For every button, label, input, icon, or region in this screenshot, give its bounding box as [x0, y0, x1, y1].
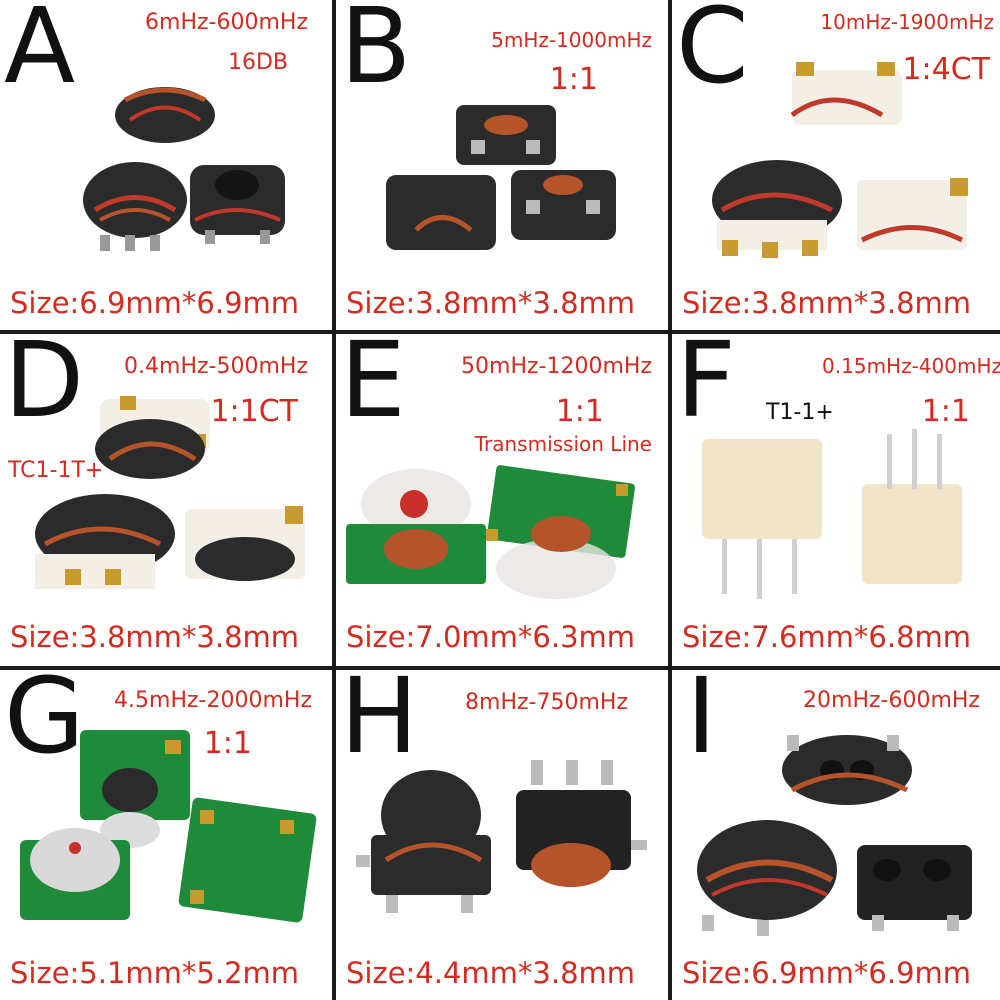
frequency-range: 6mHz-600mHz: [145, 10, 308, 35]
size-label: Size:3.8mm*3.8mm: [10, 620, 300, 654]
product-letter: I: [686, 670, 717, 777]
transformer-photo: [346, 465, 635, 599]
transmission-line-note: Transmission Line: [474, 432, 652, 456]
spec-ratio: 1:1CT: [210, 394, 298, 429]
product-cell-b: B 5mHz-1000mHz 1:1 Size:3.8mm*3.8mm: [336, 0, 668, 330]
product-cell-h: H 8mHz-750mHz Size:4.4mm*3.8mm: [336, 670, 668, 1000]
product-letter: F: [676, 334, 736, 441]
frequency-range: 0.15mHz-400mHz: [822, 354, 1000, 378]
size-label: Size:3.8mm*3.8mm: [346, 286, 636, 320]
product-cell-c: C 10mHz-1900mHz 1:4CT Size:3.8mm*3.8mm: [672, 0, 1000, 330]
spec-ratio: 1:1: [921, 394, 970, 429]
product-letter: B: [340, 0, 412, 107]
transformer-photo: [83, 87, 285, 251]
product-cell-f: F 0.15mHz-400mHz 1:1 T1-1+ Size:7.6mm*6.…: [672, 334, 1000, 664]
spec-ratio: 1:4CT: [902, 52, 990, 87]
size-label: Size:6.9mm*6.9mm: [682, 956, 972, 990]
transformer-photo: [697, 735, 972, 936]
size-label: Size:7.6mm*6.8mm: [682, 620, 972, 654]
product-letter: A: [4, 0, 76, 107]
size-label: Size:5.1mm*5.2mm: [10, 956, 300, 990]
frequency-range: 0.4mHz-500mHz: [124, 354, 308, 379]
product-letter: E: [340, 334, 406, 441]
product-cell-d: D 0.4mHz-500mHz 1:1CT TC1-1T+ Size:3.8mm…: [0, 334, 332, 664]
frequency-range: 8mHz-750mHz: [465, 690, 628, 715]
product-cell-a: A 6mHz-600mHz 16DB Size:6.9mm*6.9mm: [0, 0, 332, 330]
grid-divider: [332, 0, 336, 1000]
size-label: Size:4.4mm*3.8mm: [346, 956, 636, 990]
spec-ratio: 1:1: [555, 394, 604, 429]
product-cell-i: I 20mHz-600mHz Size:6.9mm*6.9mm: [672, 670, 1000, 1000]
frequency-range: 5mHz-1000mHz: [491, 28, 652, 52]
transformer-photo: [702, 429, 962, 599]
size-label: Size:6.9mm*6.9mm: [10, 286, 300, 320]
part-number: T1-1+: [766, 400, 834, 425]
grid-divider: [0, 666, 1000, 670]
product-letter: H: [340, 670, 419, 777]
transformer-photo: [356, 760, 647, 913]
spec-ratio: 16DB: [227, 50, 288, 75]
grid-divider: [0, 330, 1000, 334]
grid-divider: [668, 0, 672, 1000]
product-letter: D: [4, 334, 85, 441]
product-letter: C: [676, 0, 749, 107]
frequency-range: 50mHz-1200mHz: [461, 354, 652, 379]
transformer-photo: [35, 396, 305, 589]
size-label: Size:3.8mm*3.8mm: [682, 286, 972, 320]
frequency-range: 20mHz-600mHz: [803, 688, 980, 713]
product-cell-g: G 4.5mHz-2000mHz 1:1 Size:5.1mm*5.2mm: [0, 670, 332, 1000]
product-letter: G: [4, 670, 85, 777]
transformer-photo: [712, 62, 968, 258]
frequency-range: 10mHz-1900mHz: [820, 10, 994, 34]
product-cell-e: E 50mHz-1200mHz 1:1 Transmission Line Si…: [336, 334, 668, 664]
transformer-photo: [386, 105, 616, 250]
spec-ratio: 1:1: [203, 726, 252, 761]
frequency-range: 4.5mHz-2000mHz: [114, 688, 312, 713]
size-label: Size:7.0mm*6.3mm: [346, 620, 636, 654]
part-number: TC1-1T+: [8, 458, 104, 483]
transformer-photo: [20, 730, 317, 923]
spec-ratio: 1:1: [549, 62, 598, 97]
